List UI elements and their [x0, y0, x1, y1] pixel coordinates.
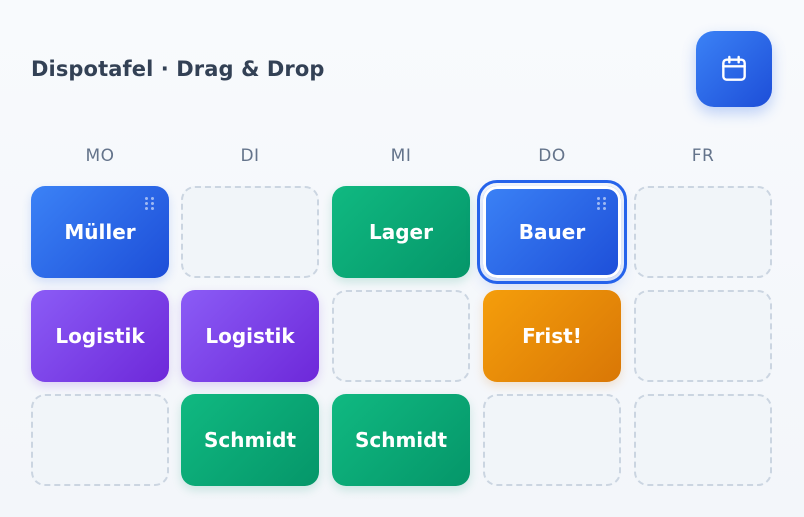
task-card[interactable]: Schmidt [332, 394, 470, 486]
task-card-label: Frist! [522, 324, 582, 348]
day-header-fr: FR [691, 146, 715, 166]
task-card-label: Schmidt [354, 428, 448, 452]
task-card[interactable]: Logistik [181, 290, 319, 382]
task-card-label: Lager [369, 220, 433, 244]
task-card-label: Bauer [518, 220, 586, 244]
task-card-label: Logistik [205, 324, 295, 348]
calendar-icon [722, 55, 746, 81]
empty-slot[interactable] [332, 290, 470, 382]
empty-slot[interactable] [181, 186, 319, 278]
empty-slot[interactable] [634, 394, 772, 486]
day-header-mo: MO [85, 146, 115, 166]
drag-handle-icon[interactable] [597, 197, 607, 211]
task-card[interactable]: Müller [31, 186, 169, 278]
empty-slot[interactable] [634, 186, 772, 278]
task-card[interactable]: Logistik [31, 290, 169, 382]
calendar-button[interactable] [696, 31, 772, 107]
task-card[interactable]: Schmidt [181, 394, 319, 486]
page-title: Dispotafel · Drag & Drop [31, 57, 325, 81]
task-card[interactable]: Frist! [483, 290, 621, 382]
empty-slot[interactable] [31, 394, 169, 486]
task-card-label: Schmidt [203, 428, 297, 452]
empty-slot[interactable] [483, 394, 621, 486]
empty-slot[interactable] [634, 290, 772, 382]
day-header-mi: MI [390, 146, 412, 166]
task-card[interactable]: Lager [332, 186, 470, 278]
task-card-label: Müller [64, 220, 136, 244]
task-card[interactable]: Bauer [477, 180, 627, 284]
drag-handle-icon[interactable] [145, 197, 155, 211]
task-card-label: Logistik [55, 324, 145, 348]
day-header-di: DI [240, 146, 260, 166]
day-header-do: DO [538, 146, 566, 166]
